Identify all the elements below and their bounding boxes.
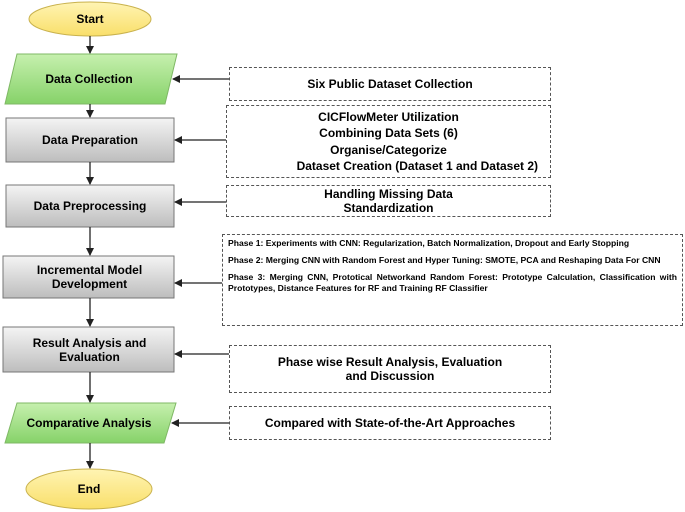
note-result-line-2: and Discussion (345, 369, 435, 383)
note-collection: Six Public Dataset Collection (229, 67, 551, 101)
note-preprocessing-line-2: Standardization (343, 201, 434, 215)
note-phases: Phase 1: Experiments with CNN: Regulariz… (222, 234, 683, 326)
result-analysis-box (2, 326, 175, 373)
note-preparation-line-2: Combining Data Sets (6) (319, 126, 458, 141)
result-analysis-label: Result Analysis and Evaluation (32, 335, 147, 364)
comparative-analysis-label: Comparative Analysis (26, 416, 152, 430)
start-label: Start (76, 12, 104, 26)
note-phase-3: Phase 3: Merging CNN, Prototical Network… (228, 272, 677, 293)
data-preprocessing-label: Data Preprocessing (33, 199, 147, 213)
data-preprocessing-box (5, 184, 175, 228)
data-preparation-box (5, 117, 175, 163)
note-phase-1: Phase 1: Experiments with CNN: Regulariz… (228, 238, 630, 248)
data-collection-label: Data Collection (45, 72, 133, 86)
incremental-model-box (2, 255, 175, 299)
note-preparation-line-1: CICFlowMeter Utilization (318, 110, 459, 125)
comparative-analysis-parallelogram (4, 402, 177, 444)
note-result-line-1: Phase wise Result Analysis, Evaluation (277, 355, 503, 369)
note-comparative: Compared with State-of-the-Art Approache… (229, 406, 551, 440)
note-collection-line: Six Public Dataset Collection (307, 77, 473, 91)
note-preprocessing-line-1: Handling Missing Data (324, 187, 453, 201)
note-preparation: CICFlowMeter Utilization Combining Data … (226, 105, 551, 178)
note-preparation-line-4: Dataset Creation (Dataset 1 and Dataset … (296, 158, 538, 173)
end-terminal (25, 468, 153, 510)
data-collection-parallelogram (4, 53, 178, 105)
note-preprocessing: Handling Missing Data Standardization (226, 185, 551, 217)
data-preparation-label: Data Preparation (41, 133, 139, 147)
incremental-model-label: Incremental Model Development (36, 263, 143, 291)
note-result: Phase wise Result Analysis, Evaluation a… (229, 345, 551, 393)
note-comparative-line: Compared with State-of-the-Art Approache… (264, 416, 516, 430)
note-phase-2: Phase 2: Merging CNN with Random Forest … (228, 255, 661, 265)
note-preparation-line-3: Organise/Categorize (330, 142, 447, 157)
end-label: End (77, 482, 101, 496)
